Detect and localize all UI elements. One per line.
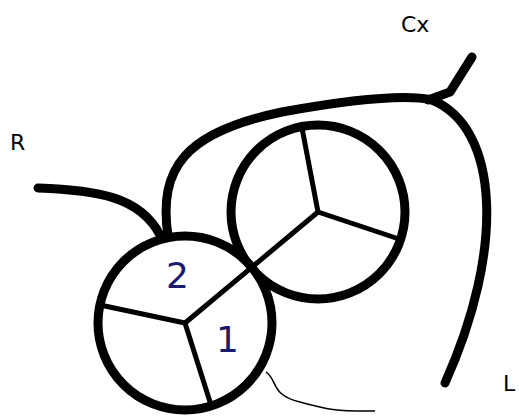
aortic-valve [98,236,272,410]
artery-label: Cx [401,14,429,36]
cusp-line [318,212,402,240]
cusp-line [302,128,318,212]
artery-label: R [10,132,25,154]
callout-number: 1 [216,322,239,358]
cusp-line [185,212,318,323]
leader-line [266,372,375,411]
callout-number: 2 [166,258,189,294]
cusp-line [185,323,211,405]
circumflex-branch [428,57,472,100]
right-coronary-artery [38,188,160,235]
artery-label: L [503,373,515,395]
cusp-line [100,305,185,323]
